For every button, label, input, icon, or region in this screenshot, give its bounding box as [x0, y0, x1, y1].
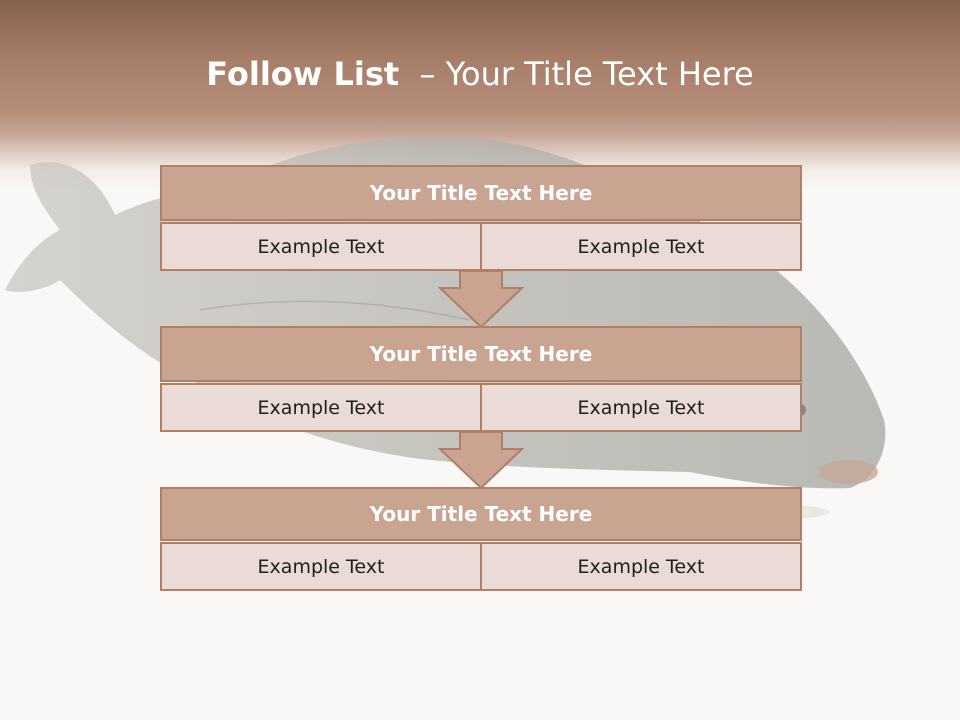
step-row: Example Text Example Text: [160, 383, 802, 432]
step-title: Your Title Text Here: [160, 165, 802, 221]
step-cell-left: Example Text: [160, 383, 482, 432]
step-row: Example Text Example Text: [160, 222, 802, 271]
step-row: Example Text Example Text: [160, 542, 802, 591]
title-bold: Follow List: [206, 55, 400, 93]
step-title: Your Title Text Here: [160, 326, 802, 382]
step-cell-right: Example Text: [482, 542, 802, 591]
step-box-2: Your Title Text Here Example Text Exampl…: [160, 326, 802, 432]
step-cell-left: Example Text: [160, 222, 482, 271]
step-box-3: Your Title Text Here Example Text Exampl…: [160, 487, 802, 591]
step-title: Your Title Text Here: [160, 487, 802, 541]
down-arrow-icon: [438, 270, 524, 329]
slide-title: Follow List – Your Title Text Here: [0, 55, 960, 93]
step-cell-left: Example Text: [160, 542, 482, 591]
down-arrow-icon: [438, 431, 524, 490]
step-cell-right: Example Text: [482, 222, 802, 271]
title-rest: – Your Title Text Here: [399, 55, 754, 93]
step-box-1: Your Title Text Here Example Text Exampl…: [160, 165, 802, 271]
step-cell-right: Example Text: [482, 383, 802, 432]
